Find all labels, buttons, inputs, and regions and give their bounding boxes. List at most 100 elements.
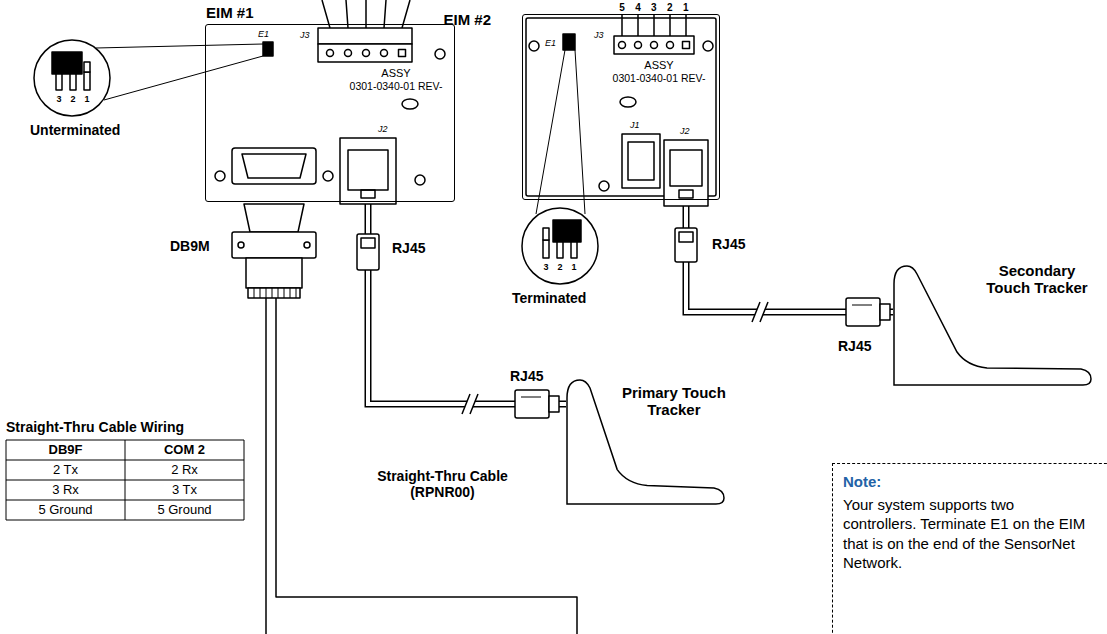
assembly-label: ASSY [644, 59, 673, 72]
pin-numbers: 3 2 1 [57, 94, 90, 104]
rj45-plug [549, 396, 559, 412]
rj45-jack [348, 150, 388, 190]
mounting-hole [415, 175, 425, 185]
circuit-board: EIM #1ASSY0301-0340-01 REV- [205, 24, 455, 202]
jumper-block [52, 52, 82, 74]
db9-socket [232, 148, 316, 184]
zoom-circle [34, 40, 110, 116]
jumper-block [263, 42, 273, 56]
rj45-plug [357, 234, 379, 270]
terminal-screw [327, 50, 334, 57]
db9-plug [244, 204, 304, 232]
terminal-screw [399, 50, 406, 57]
terminal-screw [345, 50, 352, 57]
terminal-screw [619, 42, 626, 49]
serial-cable [265, 298, 267, 634]
table-cell: 5 Ground [6, 503, 125, 518]
serial-cable [276, 298, 577, 634]
db9-plug [232, 232, 316, 258]
pin-numbers: 3 2 1 [544, 262, 577, 272]
device-label: Primary Touch Tracker [622, 384, 726, 419]
db9-socket [242, 154, 306, 178]
table-grid [6, 440, 244, 520]
db9-socket [628, 142, 654, 180]
cable-label: Straight-Thru Cable (RPNR00) [355, 468, 530, 500]
rj45-plug [361, 238, 375, 248]
terminal-screw [651, 42, 658, 49]
rj45-jack [670, 150, 702, 186]
terminal-screw [635, 42, 642, 49]
plug-housing [318, 28, 412, 44]
rj45-plug [846, 298, 880, 326]
device-label: Secondary Touch Tracker [981, 262, 1093, 297]
assembly-label: ASSY [381, 67, 410, 80]
db9-socket [622, 134, 660, 188]
mounting-hole [703, 41, 713, 51]
terminal-block [614, 36, 694, 54]
jumper-state: Unterminated [30, 122, 120, 138]
terminal-screw [381, 50, 388, 57]
table-cell: 5 Ground [125, 503, 244, 518]
jumper-name: E1 [545, 38, 556, 48]
rj45-plug [880, 304, 890, 320]
connector-name: J2 [378, 124, 388, 134]
terminal-block [318, 44, 412, 62]
header-pin [622, 14, 686, 36]
rj45-plug [515, 390, 549, 418]
zoom-circle [522, 208, 598, 284]
db9-screw [304, 242, 310, 248]
table-cell: 3 Tx [125, 483, 244, 498]
part-number: 0301-0340-01 REV- [613, 72, 706, 84]
touch-tracker: Primary Touch Tracker [566, 376, 726, 506]
part-number: 0301-0340-01 REV- [350, 80, 443, 92]
terminal-screw [683, 42, 690, 49]
touch-tracker: Secondary Touch Tracker [893, 262, 1093, 387]
strain-relief [254, 288, 296, 298]
connector-type: RJ45 [510, 368, 543, 384]
cable-core [686, 200, 893, 312]
rj45-plug [852, 305, 872, 306]
table-cell: 2 Rx [125, 463, 244, 478]
connector-type: RJ45 [838, 338, 871, 354]
connector-name: J1 [630, 120, 640, 130]
table-header: DB9F [6, 443, 125, 458]
jumper-block [553, 220, 581, 242]
wiring-table [6, 440, 244, 520]
mounting-hole [402, 99, 418, 109]
mounting-hole [620, 97, 636, 107]
mounting-hole [599, 181, 609, 191]
rj45-plug [679, 232, 693, 242]
db9-screw [238, 242, 244, 248]
cable-break [752, 302, 768, 322]
connector-type: RJ45 [392, 240, 425, 256]
mounting-hole [215, 171, 225, 181]
connector-name: J3 [594, 30, 604, 40]
jumper-state: Terminated [512, 290, 586, 306]
connector-name: J3 [300, 30, 310, 40]
terminal-screw [667, 42, 674, 49]
db9-hood [246, 258, 302, 288]
table-title: Straight-Thru Cable Wiring [6, 419, 184, 435]
connector-name: J2 [680, 126, 690, 136]
rj45-cable [686, 200, 893, 312]
rj45-jack [664, 140, 708, 206]
rj45-jack [340, 138, 396, 204]
board-title: EIM #2 [443, 11, 491, 28]
strain-relief [248, 288, 300, 298]
connector-type: DB9M [170, 238, 210, 254]
note-body: Your system supports two controllers. Te… [843, 495, 1091, 573]
jumper-block [563, 34, 575, 50]
jumper-name: E1 [258, 29, 269, 39]
note-heading: Note: [843, 472, 1091, 492]
connector-type: RJ45 [712, 236, 745, 252]
table-cell: 3 Rx [6, 483, 125, 498]
rj45-plug [521, 397, 541, 398]
jumper-pin [543, 228, 549, 240]
terminal-screw [363, 50, 370, 57]
table-header: COM 2 [125, 443, 244, 458]
pin-numbers: 5 4 3 2 1 [619, 2, 688, 14]
table-cell: 2 Tx [6, 463, 125, 478]
board-title: EIM #1 [206, 4, 254, 21]
jumper-pin [543, 240, 549, 258]
